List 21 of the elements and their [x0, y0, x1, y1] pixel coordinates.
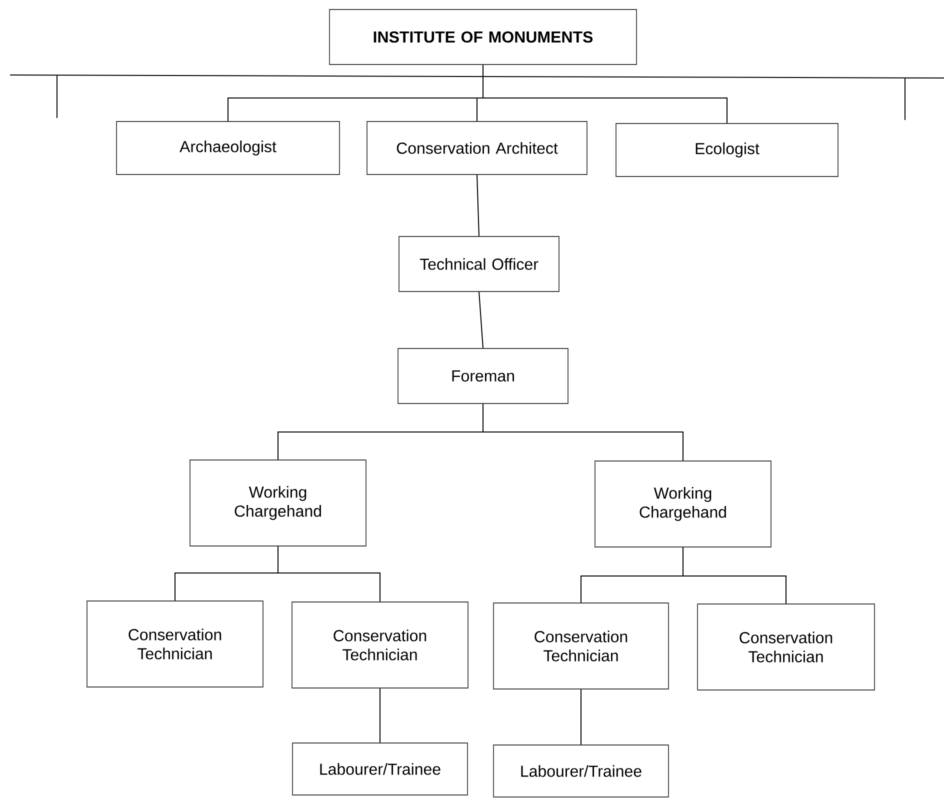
- role-box: Conservation Architect: [366, 121, 588, 175]
- role-box: Conservation Technician: [697, 604, 875, 690]
- connector-line: [478, 291, 484, 349]
- connector-line: [482, 403, 684, 462]
- role-box: Working Chargehand: [594, 460, 772, 548]
- role-box: Conservation Technician: [493, 602, 669, 690]
- role-box: Labourer/Trainee: [292, 742, 468, 796]
- role-box: Archaeologist: [116, 121, 340, 175]
- role-box: Technical Officer: [398, 236, 560, 292]
- role-box: Ecologist: [616, 123, 838, 177]
- role-box: Working Chargehand: [190, 460, 366, 546]
- connector-line: [476, 174, 480, 237]
- role-box: Conservation Technician: [292, 602, 468, 688]
- connector-line: [482, 64, 728, 124]
- title-box: INSTITUTE OF MONUMENTS: [329, 9, 637, 65]
- role-box: Foreman: [398, 348, 568, 404]
- connector-line: [278, 546, 380, 602]
- role-box: Conservation Technician: [86, 600, 264, 688]
- connector-line: [580, 688, 582, 746]
- connector-line: [682, 546, 786, 604]
- role-box: Labourer/Trainee: [493, 744, 669, 798]
